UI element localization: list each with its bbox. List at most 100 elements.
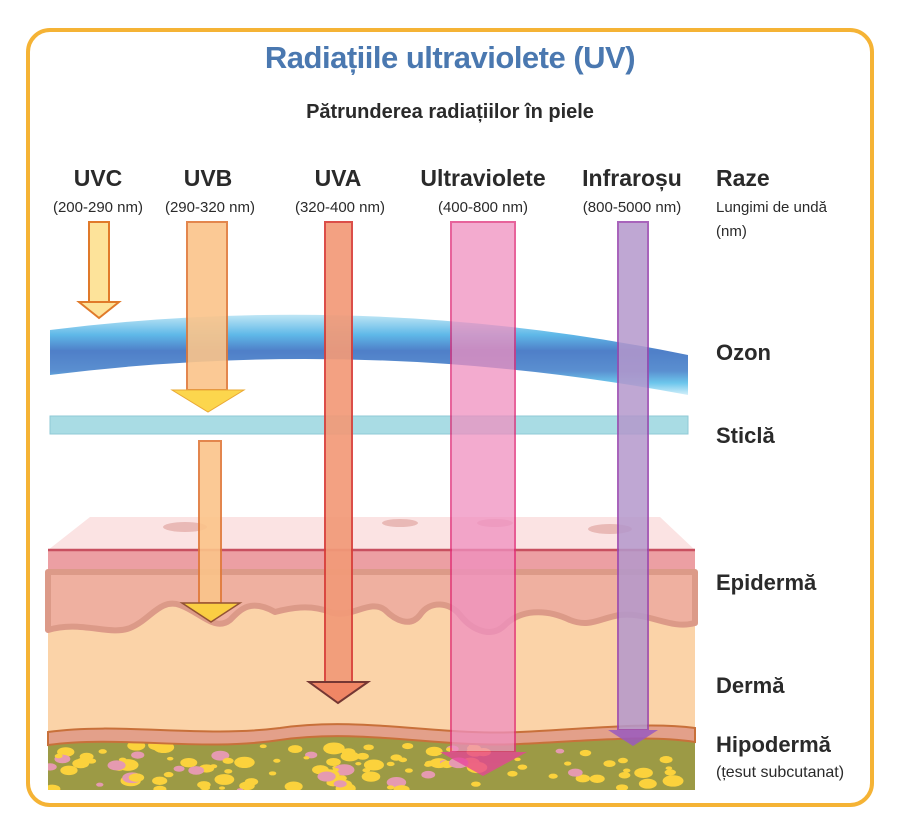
fat-cell — [224, 769, 233, 774]
fat-cell — [363, 759, 384, 771]
fat-cell — [471, 781, 481, 787]
fat-cell — [623, 768, 631, 773]
fat-cell — [118, 757, 127, 762]
infrarosu-arrow — [608, 221, 658, 746]
fat-cell — [333, 780, 347, 788]
fat-cell — [200, 784, 211, 790]
wavelength-label: Lungimi de undă — [716, 199, 828, 216]
fat-cell — [166, 756, 174, 761]
rays-label: Raze — [716, 165, 770, 191]
fat-cell — [575, 774, 591, 783]
fat-cell — [218, 786, 226, 790]
hypodermis-top — [47, 723, 696, 747]
fat-cell — [79, 752, 94, 761]
fat-cell — [96, 782, 104, 787]
fat-cell — [665, 766, 673, 770]
subtitle: Pătrunderea radiațiilor în piele — [306, 101, 594, 123]
title: Radiațiile ultraviolete (UV) — [265, 40, 635, 75]
fat-cell — [390, 754, 403, 761]
ray-name-uvc: UVC — [74, 165, 123, 191]
fat-cell — [393, 785, 410, 790]
ray-range-uvb: (290-320 nm) — [165, 199, 255, 216]
fat-cell — [424, 762, 432, 767]
fat-cell — [268, 771, 277, 776]
fat-cell — [48, 784, 61, 790]
fat-cell — [209, 764, 218, 769]
ray-range-ultraviolete: (400-800 nm) — [438, 199, 528, 216]
fat-cell — [332, 768, 339, 772]
fat-cell — [214, 774, 235, 785]
layer-label-glass: Sticlă — [716, 423, 775, 448]
fat-cell — [579, 749, 592, 757]
fat-cell — [303, 756, 310, 760]
fat-cell — [425, 746, 443, 757]
fat-cell — [131, 751, 145, 759]
pore — [382, 519, 418, 527]
layer-note-hypodermis: (țesut subcutanat) — [716, 764, 844, 781]
fat-cell — [273, 758, 281, 763]
fat-cell — [180, 758, 198, 768]
fat-cell — [402, 743, 414, 750]
fat-cell — [507, 770, 518, 777]
pore — [163, 522, 207, 532]
ray-range-uva: (320-400 nm) — [295, 199, 385, 216]
fat-cell — [173, 765, 185, 772]
fat-cell — [234, 756, 255, 769]
ray-name-ultraviolete: Ultraviolete — [420, 165, 545, 191]
fat-cell — [386, 777, 407, 788]
uvb-arrow — [170, 221, 246, 623]
fat-cell — [421, 770, 436, 779]
layer-label-epidermis: Epidermă — [716, 570, 817, 595]
fat-cell — [664, 769, 676, 776]
ray-range-uvc: (200-290 nm) — [53, 199, 143, 216]
fat-cell — [244, 778, 259, 786]
fat-cell — [57, 747, 75, 757]
fat-cell — [659, 756, 673, 764]
fat-cell — [514, 757, 521, 762]
fat-cell — [404, 768, 413, 773]
fat-cell — [361, 771, 381, 782]
wavelength-unit-label: (nm) — [716, 223, 747, 240]
layer-label-ozone: Ozon — [716, 340, 771, 365]
fat-cell — [615, 784, 629, 790]
fat-cell — [259, 744, 267, 749]
fat-cell — [54, 753, 63, 759]
fat-cell — [60, 765, 78, 776]
fat-cell — [548, 773, 558, 779]
glass-layer — [49, 415, 689, 435]
layer-label-dermis: Dermă — [716, 673, 785, 698]
layer-label-hypodermis: Hipodermă — [716, 732, 832, 757]
fat-cell — [222, 757, 234, 764]
fat-cell — [48, 763, 57, 771]
uvc-arrow — [76, 221, 122, 320]
ray-name-infrarosu: Infraroșu — [582, 165, 682, 192]
fat-cell — [589, 774, 605, 783]
fat-cell — [386, 785, 395, 790]
fat-cell — [211, 750, 230, 761]
fat-cell — [284, 781, 303, 790]
fat-cell — [188, 766, 205, 775]
fat-cell — [317, 771, 336, 782]
fat-cell — [334, 764, 355, 776]
fat-cell — [568, 768, 583, 777]
stratum-corneum — [48, 550, 695, 572]
fat-cell — [236, 788, 244, 790]
fat-cell — [152, 776, 168, 785]
fat-cell — [128, 773, 145, 782]
fat-cell — [288, 745, 303, 754]
fat-cell — [386, 761, 395, 767]
skin-surface — [48, 517, 695, 550]
ultraviolete-arrow — [440, 221, 527, 776]
fat-cell — [618, 772, 631, 779]
fat-cell — [323, 742, 345, 755]
fat-cell — [564, 761, 572, 766]
ray-name-uva: UVA — [315, 165, 362, 191]
fat-cell — [662, 775, 684, 787]
fat-cell — [517, 764, 528, 770]
fat-cell — [634, 767, 653, 778]
skin-cross-section — [45, 517, 698, 790]
fat-cell — [107, 760, 126, 771]
fat-cell — [555, 748, 565, 754]
fat-cell — [617, 757, 628, 764]
